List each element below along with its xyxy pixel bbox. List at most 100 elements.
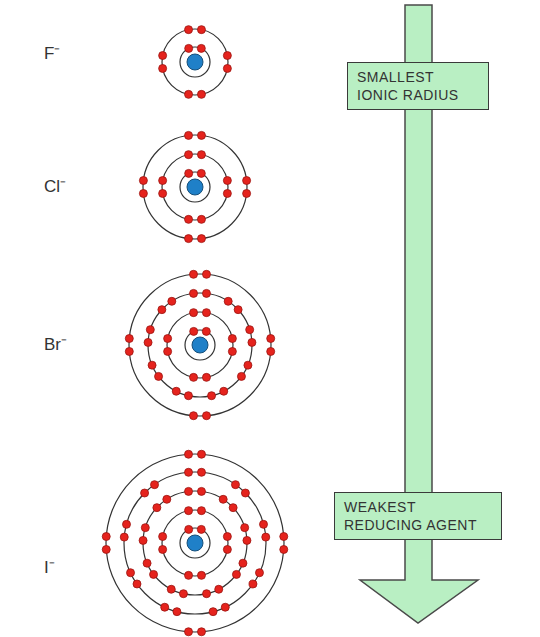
- electron: [159, 52, 167, 60]
- electron: [244, 361, 252, 369]
- electron-shell: [185, 330, 215, 360]
- electron: [151, 481, 159, 489]
- electron: [159, 545, 167, 553]
- electron: [185, 487, 193, 495]
- electron: [197, 507, 205, 515]
- electron: [185, 468, 193, 476]
- electron: [164, 335, 172, 343]
- electron-shell: [162, 154, 228, 220]
- electron: [197, 525, 205, 533]
- electron: [223, 545, 231, 553]
- electron: [223, 177, 231, 185]
- electron: [232, 570, 240, 578]
- electron: [185, 525, 193, 533]
- electron: [120, 533, 128, 541]
- electron: [197, 215, 205, 223]
- electron-shell: [106, 454, 284, 632]
- electron: [215, 585, 223, 593]
- electron: [159, 533, 167, 541]
- electron-shell: [167, 312, 233, 378]
- electron: [223, 189, 231, 197]
- electron: [190, 373, 198, 381]
- electron: [234, 306, 242, 314]
- electron: [197, 169, 205, 177]
- nucleus: [187, 54, 203, 70]
- electron: [202, 270, 210, 278]
- electron-shell: [124, 472, 266, 614]
- electron: [185, 131, 193, 139]
- electron: [139, 177, 147, 185]
- electron: [241, 489, 249, 497]
- electron: [223, 52, 231, 60]
- electron: [220, 387, 228, 395]
- electron: [237, 372, 245, 380]
- electron: [168, 297, 176, 305]
- electron: [197, 90, 205, 98]
- electron: [223, 533, 231, 541]
- electron: [243, 189, 251, 197]
- electron-shell: [143, 491, 247, 595]
- electron: [185, 235, 193, 243]
- electron: [262, 533, 270, 541]
- electron: [224, 297, 232, 305]
- electron: [150, 570, 158, 578]
- electron: [197, 487, 205, 495]
- bohr-atom: [125, 270, 274, 419]
- ion-symbol: Cl⁻: [44, 174, 66, 197]
- electron: [159, 177, 167, 185]
- electron: [143, 559, 151, 567]
- electron: [167, 585, 175, 593]
- electron: [141, 524, 149, 532]
- bohr-atom: [139, 131, 250, 242]
- electron: [190, 309, 198, 317]
- electron: [185, 628, 193, 636]
- electron: [148, 361, 156, 369]
- electron: [185, 44, 193, 52]
- electron: [190, 270, 198, 278]
- electron: [158, 306, 166, 314]
- electron: [243, 177, 251, 185]
- ion-symbol: Br⁻: [44, 332, 67, 355]
- electron: [172, 387, 180, 395]
- electron: [197, 468, 205, 476]
- electron: [280, 545, 288, 553]
- electron: [184, 392, 192, 400]
- atom-group: [102, 26, 288, 636]
- electron: [125, 335, 133, 343]
- electron: [260, 520, 268, 528]
- electron: [153, 504, 161, 512]
- electron: [202, 309, 210, 317]
- electron: [161, 603, 169, 611]
- electron-shell: [162, 510, 228, 576]
- electron: [280, 533, 288, 541]
- electron: [203, 590, 211, 598]
- electron: [164, 347, 172, 355]
- electron: [202, 373, 210, 381]
- ion-symbol: I⁻: [44, 555, 55, 578]
- electron: [185, 169, 193, 177]
- electron-shell: [180, 172, 210, 202]
- electron: [209, 608, 217, 616]
- electron: [144, 338, 152, 346]
- ion-symbol: F⁻: [44, 41, 60, 64]
- electron-shell: [143, 135, 247, 239]
- trend-box: WEAKEST REDUCING AGENT: [334, 492, 502, 540]
- electron: [197, 571, 205, 579]
- electron: [239, 559, 247, 567]
- electron: [127, 569, 135, 577]
- electron: [248, 338, 256, 346]
- electron: [159, 64, 167, 72]
- electron: [267, 335, 275, 343]
- trend-label: SMALLEST IONIC RADIUS: [357, 68, 479, 104]
- electron: [243, 536, 251, 544]
- electron: [190, 289, 198, 297]
- electron: [185, 215, 193, 223]
- electron: [202, 412, 210, 420]
- electron: [179, 590, 187, 598]
- electron: [185, 507, 193, 515]
- electron: [241, 524, 249, 532]
- electron: [190, 327, 198, 335]
- electron: [202, 289, 210, 297]
- electron: [202, 327, 210, 335]
- bohr-atom: [159, 26, 232, 99]
